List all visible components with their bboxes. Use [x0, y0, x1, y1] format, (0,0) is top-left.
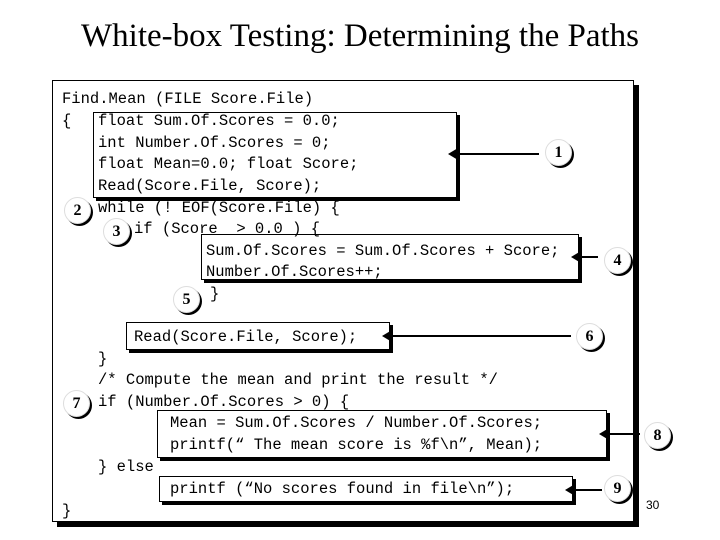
- code-line-17: printf(“ The mean score is %f\n”, Mean);: [170, 436, 543, 454]
- code-line-18: } else: [98, 458, 154, 476]
- arrow-node-9: [565, 484, 602, 496]
- node-5-circle: 5: [173, 286, 200, 313]
- arrow-node-6: [382, 330, 571, 342]
- code-line-6: Read(Score.File, Score);: [98, 177, 322, 195]
- code-line-7: while (! EOF(Score.File) {: [98, 199, 340, 217]
- code-line-11: }: [210, 285, 220, 303]
- code-line-14: /* Compute the mean and print the result…: [98, 371, 498, 389]
- code-line-5: float Mean=0.0; float Score;: [98, 155, 359, 173]
- node-9-circle: 9: [604, 475, 631, 502]
- node-8-box: [157, 410, 607, 458]
- slide-title: White-box Testing: Determining the Paths: [81, 18, 639, 54]
- code-line-19: printf (“No scores found in file\n”);: [170, 480, 515, 498]
- node-9-box: [159, 476, 573, 502]
- arrow-node-4: [571, 251, 598, 263]
- code-line-4: int Number.Of.Scores = 0;: [98, 134, 331, 152]
- arrow-node-1: [448, 148, 539, 160]
- node-8-circle: 8: [644, 422, 671, 449]
- code-line-8: if (Score > 0.0 ) {: [134, 220, 321, 238]
- code-line-1: Find.Mean (FILE Score.File): [62, 90, 314, 108]
- code-line-13: }: [98, 350, 108, 368]
- arrow-node-8: [599, 428, 640, 440]
- node-3-circle: 3: [103, 218, 130, 245]
- code-line-2: {: [62, 112, 72, 130]
- page-number: 30: [646, 498, 660, 512]
- code-line-20: }: [62, 502, 72, 520]
- node-4-circle: 4: [604, 247, 631, 274]
- node-1-circle: 1: [545, 139, 572, 166]
- code-line-3: float Sum.Of.Scores = 0.0;: [98, 112, 340, 130]
- node-2-circle: 2: [64, 197, 91, 224]
- code-line-10: Number.Of.Scores++;: [206, 263, 383, 281]
- code-line-16: Mean = Sum.Of.Scores / Number.Of.Scores;: [170, 414, 543, 432]
- node-1-box: [93, 112, 457, 198]
- node-7-circle: 7: [63, 390, 90, 417]
- code-line-12: Read(Score.File, Score);: [134, 328, 358, 346]
- node-6-box: [126, 322, 390, 350]
- code-line-15: if (Number.Of.Scores > 0) {: [98, 393, 350, 411]
- node-4-box: [201, 234, 579, 280]
- node-6-circle: 6: [576, 323, 603, 350]
- code-line-9: Sum.Of.Scores = Sum.Of.Scores + Score;: [206, 242, 560, 260]
